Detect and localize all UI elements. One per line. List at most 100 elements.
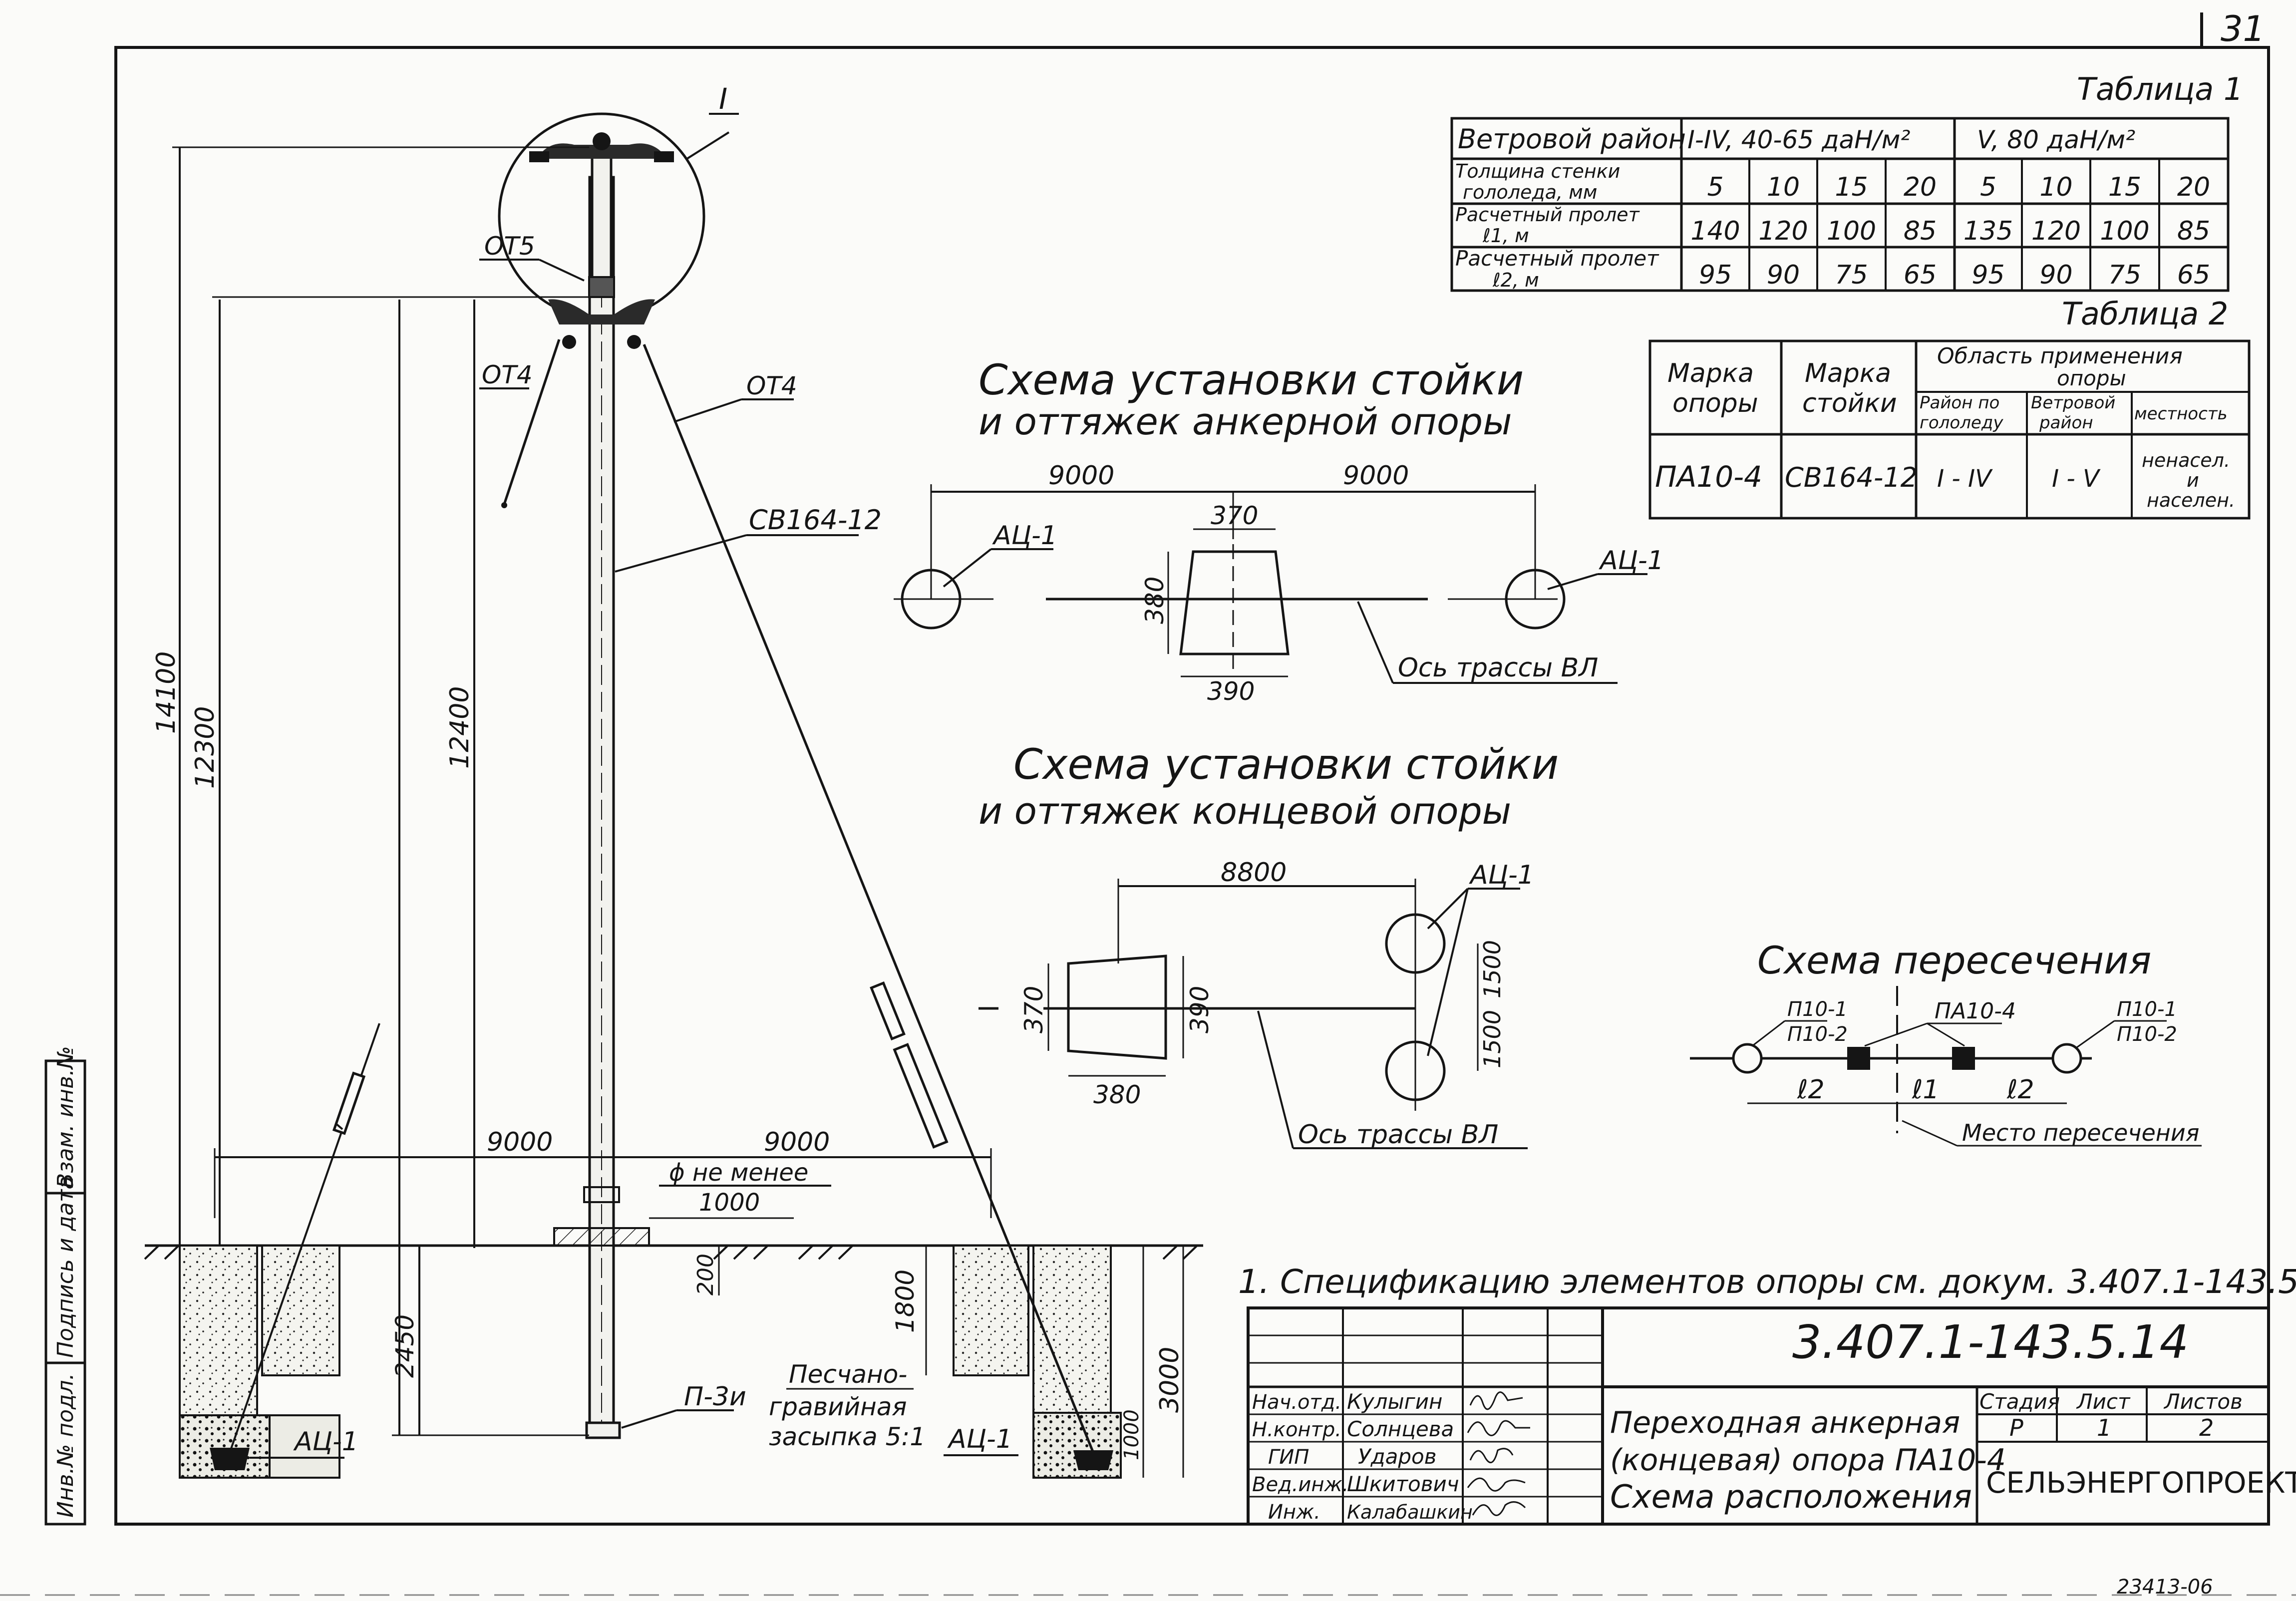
table1-cell: 5 bbox=[1980, 172, 1996, 202]
table2-h-area-1: Область применения bbox=[1937, 343, 2183, 369]
table2-h-support-1: Марка bbox=[1667, 358, 1754, 388]
backfill-label-3: засыпка 5:1 bbox=[769, 1422, 926, 1451]
scheme-anchor-title-1: Схема установки стойки bbox=[979, 355, 1524, 404]
stage-value: Р bbox=[2009, 1414, 2023, 1441]
table1-cell: 65 bbox=[1904, 260, 1937, 290]
ot4-right-label: ОТ4 bbox=[746, 371, 797, 400]
role-3: ГИП bbox=[1268, 1446, 1309, 1469]
left-anchor bbox=[210, 1448, 250, 1470]
dim-200: 200 bbox=[693, 1254, 718, 1295]
right-pit-left-fill bbox=[953, 1245, 1029, 1376]
name-2: Солнцева bbox=[1347, 1417, 1454, 1441]
margin-stamp: Инв.№ подл. Подпись и дата Взам. инв.№ bbox=[44, 1046, 86, 1526]
sheet-frame bbox=[0, 12, 2296, 1596]
pole-top-pipe bbox=[591, 148, 613, 286]
table1-cell: 65 bbox=[2177, 260, 2210, 290]
table2-ice: I - IV bbox=[1937, 465, 1993, 493]
stamp-replace-label: Взам. инв.№ bbox=[53, 1046, 78, 1188]
anchor-dim-380: 380 bbox=[1140, 577, 1169, 624]
table1-r2-label-2: ℓ1, м bbox=[1482, 225, 1529, 247]
scheme-end-support: Схема установки стойки и оттяжек концево… bbox=[979, 740, 1559, 1150]
right-anchor bbox=[1073, 1450, 1113, 1470]
stamp-inv-label: Инв.№ подл. bbox=[53, 1373, 78, 1518]
stage-header: Стадия bbox=[1979, 1389, 2060, 1414]
role-4: Вед.инж. bbox=[1252, 1473, 1348, 1496]
table1-cell: 120 bbox=[1758, 216, 1808, 246]
anchor-left-label: АЦ-1 bbox=[293, 1427, 358, 1457]
table1-cell: 15 bbox=[1835, 172, 1868, 202]
table2-h-ice-2: гололеду bbox=[1920, 413, 2003, 433]
drawing-code: 3.407.1-143.5.14 bbox=[1792, 1315, 2189, 1369]
dim-3000: 3000 bbox=[1155, 1347, 1185, 1413]
signature-4 bbox=[1467, 1477, 1526, 1492]
crossing-left-label-2: П10-2 bbox=[1787, 1023, 1848, 1046]
plate-label: П-3и bbox=[684, 1382, 746, 1412]
table1-r1-label-1: Толщина стенки bbox=[1455, 160, 1620, 182]
table1-cell: 10 bbox=[2039, 172, 2072, 202]
table-1: Таблица 1 Ветровой район I-IV, 40-65 даН… bbox=[1450, 71, 2243, 292]
sheets-header: Листов bbox=[2163, 1389, 2243, 1414]
table1-cell: 100 bbox=[1827, 216, 1876, 246]
specification-note: 1. Спецификацию элементов опоры см. доку… bbox=[1238, 1263, 2296, 1301]
dim-12300: 12300 bbox=[190, 706, 220, 789]
drawing-name-3: Схема расположения bbox=[1610, 1479, 1972, 1516]
role-5: Инж. bbox=[1268, 1501, 1320, 1524]
table1-cell: 120 bbox=[2031, 216, 2081, 246]
archive-number: 23413-06 bbox=[2117, 1576, 2213, 1599]
anchor-scheme-label-left: АЦ-1 bbox=[992, 521, 1057, 551]
scheme-anchor-support: Схема установки стойки и оттяжек анкерно… bbox=[894, 355, 1664, 706]
scheme-end-title-1: Схема установки стойки bbox=[1013, 740, 1559, 789]
anchor-scheme-label-right: АЦ-1 bbox=[1599, 546, 1664, 576]
table1-h-wind: Ветровой район bbox=[1458, 123, 1686, 155]
crossing-title: Схема пересечения bbox=[1757, 938, 2151, 982]
callout-label: I bbox=[719, 82, 727, 116]
table2-h-support-2: опоры bbox=[1672, 388, 1758, 418]
anchor-scheme-pit bbox=[1179, 550, 1290, 655]
ot4-left-label: ОТ4 bbox=[482, 360, 533, 389]
table1-cell: 85 bbox=[1904, 216, 1937, 246]
table2-h-terrain: местность bbox=[2134, 404, 2228, 424]
lower-crossarm bbox=[548, 299, 655, 324]
table-2: Таблица 2 Марка опоры Марка стойки Облас… bbox=[1648, 296, 2251, 520]
backfill-label-1: Песчано- bbox=[789, 1360, 907, 1389]
table1-title: Таблица 1 bbox=[2077, 71, 2243, 107]
sheets-value: 2 bbox=[2199, 1414, 2214, 1441]
table1-r3-label-1: Расчетный пролет bbox=[1455, 246, 1659, 271]
end-dim-1500-bottom: 1500 bbox=[1479, 1010, 1506, 1068]
table2-terrain-1: ненасел. bbox=[2142, 449, 2230, 471]
left-pit-left-fill bbox=[179, 1245, 258, 1416]
table1-cell: 90 bbox=[2039, 260, 2072, 290]
name-1: Кулыгин bbox=[1347, 1389, 1443, 1414]
table2-h-wind-1: Ветровой bbox=[2031, 393, 2115, 413]
table1-cell: 95 bbox=[1971, 260, 2004, 290]
table2-h-pole-1: Марка bbox=[1805, 358, 1891, 388]
sheet-header: Лист bbox=[2076, 1389, 2131, 1414]
stamp-sign-label: Подпись и дата bbox=[53, 1176, 78, 1358]
dim-1800: 1800 bbox=[891, 1270, 920, 1333]
left-pit-right-fill bbox=[261, 1245, 340, 1376]
crossing-right-label-1: П10-1 bbox=[2117, 998, 2177, 1021]
organization: СЕЛЬЭНЕРГОПРОЕКТ bbox=[1986, 1466, 2296, 1500]
end-dim-390: 390 bbox=[1185, 986, 1214, 1033]
anchor-dim-390: 390 bbox=[1207, 677, 1255, 706]
table1-cell: 100 bbox=[2100, 216, 2149, 246]
diameter-label: ϕ не менее bbox=[669, 1159, 808, 1187]
dim-1000-top: 1000 bbox=[699, 1189, 760, 1217]
crossing-place-label: Место пересечения bbox=[1962, 1119, 2199, 1146]
ground-slab bbox=[553, 1227, 650, 1247]
end-dim-380: 380 bbox=[1093, 1080, 1141, 1109]
end-dim-1500-top: 1500 bbox=[1479, 940, 1506, 998]
right-pit-right-fill bbox=[1032, 1245, 1112, 1414]
table2-wind: I - V bbox=[2052, 465, 2101, 493]
end-dim-370: 370 bbox=[1019, 986, 1048, 1033]
table1-cell: 140 bbox=[1690, 216, 1740, 246]
crossing-span-l2-left: ℓ2 bbox=[1797, 1075, 1825, 1105]
crossing-right-label-2: П10-2 bbox=[2117, 1023, 2177, 1046]
pole-foot-plate bbox=[585, 1421, 621, 1439]
table1-cell: 20 bbox=[2177, 172, 2210, 202]
ot5-label: ОТ5 bbox=[484, 232, 535, 261]
table1-cell: 10 bbox=[1767, 172, 1800, 202]
table2-h-wind-2: район bbox=[2039, 413, 2093, 433]
table2-h-ice-1: Район по bbox=[1920, 393, 1999, 413]
